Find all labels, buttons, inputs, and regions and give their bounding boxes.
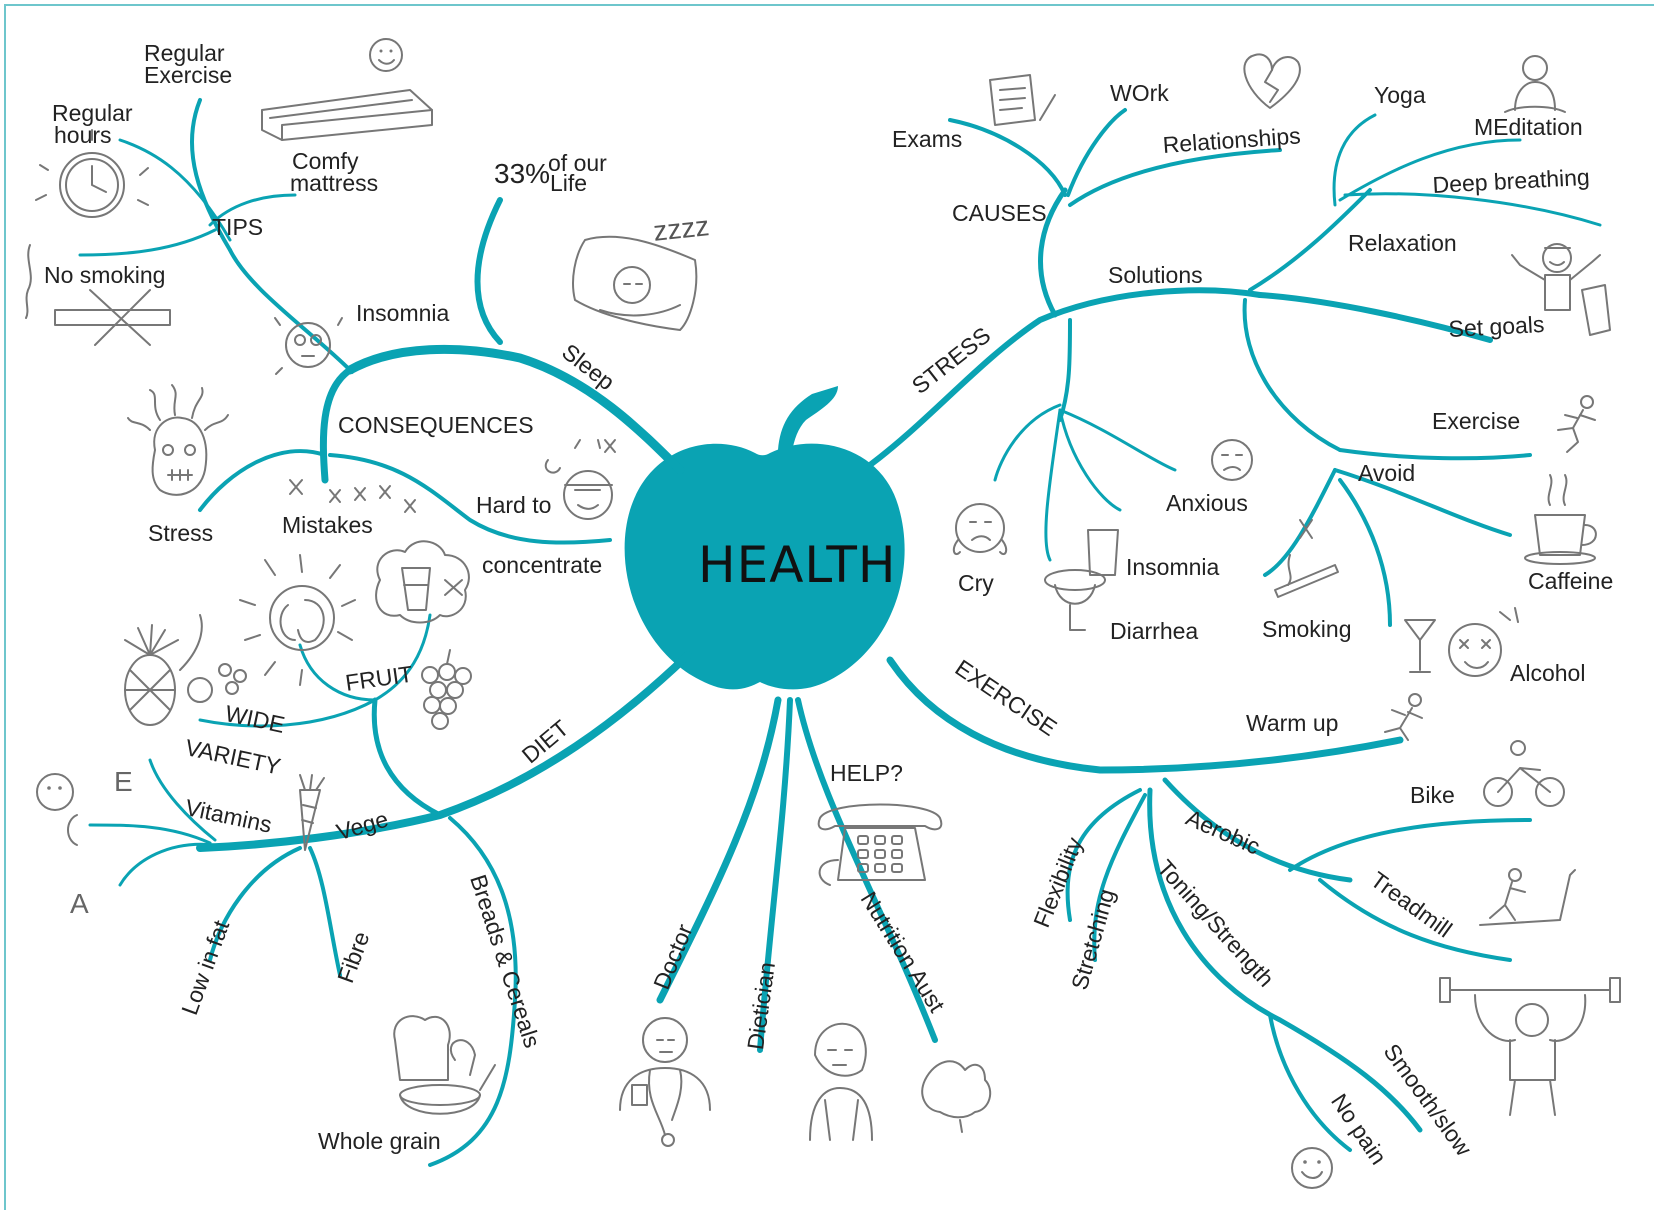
dietician-icon <box>809 1022 873 1141</box>
exercise-bike: Bike <box>1410 782 1455 808</box>
toilet-icon <box>1044 529 1119 631</box>
apple-sun-icon <box>239 554 356 686</box>
solution-exercise: Exercise <box>1432 408 1521 434</box>
weightlifter-icon <box>1439 977 1621 1116</box>
symptom-insomnia: Insomnia <box>1126 554 1220 580</box>
clock-icon <box>35 129 149 218</box>
bread-bowl-icon <box>393 1015 496 1115</box>
page-frame <box>4 4 1654 1210</box>
tip-regular-exercise-line1: Regular <box>144 40 225 66</box>
consequence-hard-to: Hard to <box>476 492 552 518</box>
vitamin-e: E <box>114 766 133 797</box>
no-smoking-icon <box>25 244 171 346</box>
relaxation-label: Relaxation <box>1348 230 1457 256</box>
help-title: HELP? <box>830 760 903 786</box>
exam-paper-icon <box>989 74 1056 126</box>
sleep-fact-line1: of our <box>548 150 607 176</box>
center-title: HEALTH <box>698 536 897 594</box>
drink-cloud-icon <box>375 540 470 624</box>
insomnia-label: Insomnia <box>356 300 450 326</box>
bike-icon <box>1483 740 1565 807</box>
pineapple-icon <box>124 614 247 726</box>
exercise-warm-up: Warm up <box>1246 710 1339 736</box>
goals-person-icon <box>1511 243 1611 336</box>
consequence-stress: Stress <box>148 520 214 546</box>
coffee-cup-icon <box>1524 474 1597 565</box>
doctor-icon <box>619 1017 711 1147</box>
anxious-face-icon <box>1211 439 1253 481</box>
consequence-concentrate: concentrate <box>482 552 603 578</box>
stress-face-icon <box>127 384 229 496</box>
tip-comfy-line2: mattress <box>290 170 379 196</box>
confused-head-icon <box>544 439 616 520</box>
consequence-mistakes: Mistakes <box>282 512 373 538</box>
australia-map-icon <box>921 1060 992 1133</box>
symptom-cry: Cry <box>958 570 994 596</box>
tip-regular-hours-line2: hours <box>54 122 112 148</box>
tip-regular-hours-line1: Regular <box>52 100 133 126</box>
tip-comfy-line1: Comfy <box>292 148 359 174</box>
snore-text: zzzz <box>651 210 711 247</box>
symptom-anxious: Anxious <box>1166 490 1248 516</box>
runner-icon <box>1557 395 1596 453</box>
drunk-face-icon <box>1448 607 1519 677</box>
avoid-caffeine: Caffeine <box>1528 568 1614 594</box>
sleep-fact-line2: Life <box>550 170 588 196</box>
vitamin-a: A <box>70 888 89 919</box>
warm-up-runner-icon <box>1384 693 1423 741</box>
mattress-icon <box>261 38 433 141</box>
symptom-diarrhea: Diarrhea <box>1110 618 1199 644</box>
solution-meditation: MEditation <box>1474 114 1583 140</box>
cause-work: WOrk <box>1110 80 1169 106</box>
solution-set-goals: Set goals <box>1447 310 1546 342</box>
avoid-smoking: Smoking <box>1262 616 1352 642</box>
carrot-icon <box>299 774 325 851</box>
branches <box>78 98 1602 1167</box>
consequences-label: CONSEQUENCES <box>338 412 534 438</box>
diet-whole-grain: Whole grain <box>318 1128 441 1154</box>
cocktail-glass-icon <box>1404 619 1436 673</box>
treadmill-icon <box>1479 868 1576 926</box>
avoid-alcohol: Alcohol <box>1510 660 1586 686</box>
avoid-label: Avoid <box>1358 460 1416 486</box>
telephone-icon <box>817 803 943 886</box>
solution-yoga: Yoga <box>1374 82 1426 108</box>
grapes-icon <box>421 649 472 730</box>
solutions-label: Solutions <box>1108 262 1203 288</box>
tip-no-smoking: No smoking <box>44 262 166 288</box>
apple-body <box>624 443 905 690</box>
mistakes-crosses-icon <box>289 479 416 513</box>
tips-label: TIPS <box>212 214 264 240</box>
sketch-icons <box>25 38 1621 1189</box>
cigarette-icon <box>1274 519 1339 598</box>
vitamin-c-icon <box>36 773 78 846</box>
sleep-fact-percent: 33% <box>494 158 551 189</box>
tip-regular-exercise-line2: Exercise <box>144 62 233 88</box>
causes-label: CAUSES <box>952 200 1047 226</box>
sleeping-person-icon <box>572 235 698 331</box>
cause-exams: Exams <box>892 126 963 152</box>
broken-heart-icon <box>1243 53 1301 109</box>
meditation-icon <box>1504 55 1566 113</box>
smiley-icon <box>1291 1147 1333 1189</box>
insomnia-face-icon <box>274 317 343 375</box>
crying-face-icon <box>952 503 1008 556</box>
apple-stem <box>778 386 838 452</box>
